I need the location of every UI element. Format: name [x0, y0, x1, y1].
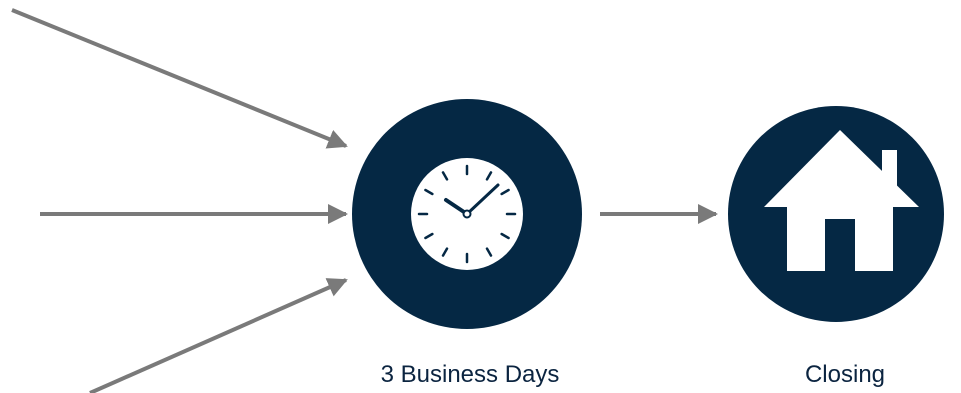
clock-minute-hand [465, 183, 500, 216]
closing-node [728, 106, 944, 322]
clock-tick [485, 171, 493, 181]
house-body [787, 200, 893, 271]
clock-tick [500, 188, 510, 196]
house-icon [764, 130, 919, 271]
incoming-arrow-top [11, 8, 348, 149]
clock-tick [441, 247, 449, 257]
closing-label: Closing [804, 361, 886, 388]
clock-tick [424, 188, 434, 196]
incoming-arrow-bottom [89, 278, 348, 393]
clock-tick [485, 247, 493, 257]
clock-tick [441, 171, 449, 181]
clock-icon [411, 158, 523, 270]
clock-tick [424, 232, 434, 240]
waiting-period-label: 3 Business Days [380, 361, 560, 388]
waiting-period-node [352, 99, 582, 329]
clock-tick [500, 232, 510, 240]
clock-ticks [417, 164, 517, 264]
clock-center [462, 209, 472, 219]
house-roof [764, 130, 919, 207]
